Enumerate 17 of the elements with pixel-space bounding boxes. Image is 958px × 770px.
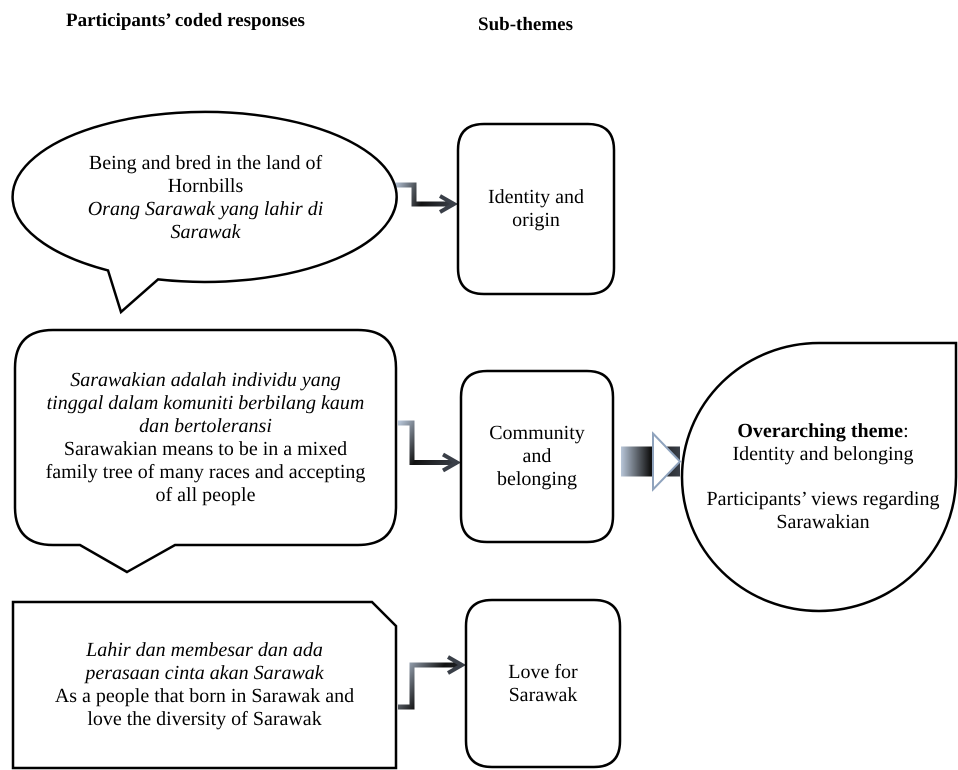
quote-text: Lahir dan membesar dan ada perasaan cinta akan Sarawak [83,639,325,685]
body-text: As a people that born in Sarawak and love the diversity of Sarawak [54,685,356,731]
column-heading: Sub-themes [478,14,574,36]
body-text: Identity and origin [486,186,586,232]
quote-text: Sarawakian adalah individu yang tinggal dalam komuniti berbilang kaum dan bertoleransi [46,369,366,438]
elbow-arrow [398,420,459,472]
elbow-arrow [394,182,456,214]
body-text: Participants’ views regarding Sarawakian [706,488,940,534]
body-text: Love for Sarawak [507,660,579,706]
quote-text: Overarching theme: Identity and belonging [731,420,915,466]
block-arrow [621,432,681,490]
column-heading: Participants’ coded responses [66,10,305,32]
body-text: Sarawakian means to be in a mixed family tree of many races and accepting of all people [45,438,366,507]
quote-text: Being and bred in the land of Hornbills [88,152,324,198]
elbow-arrow [398,655,464,710]
body-text: Community and belonging [488,422,586,491]
body-text: Orang Sarawak yang lahir di Sarawak [86,198,324,244]
